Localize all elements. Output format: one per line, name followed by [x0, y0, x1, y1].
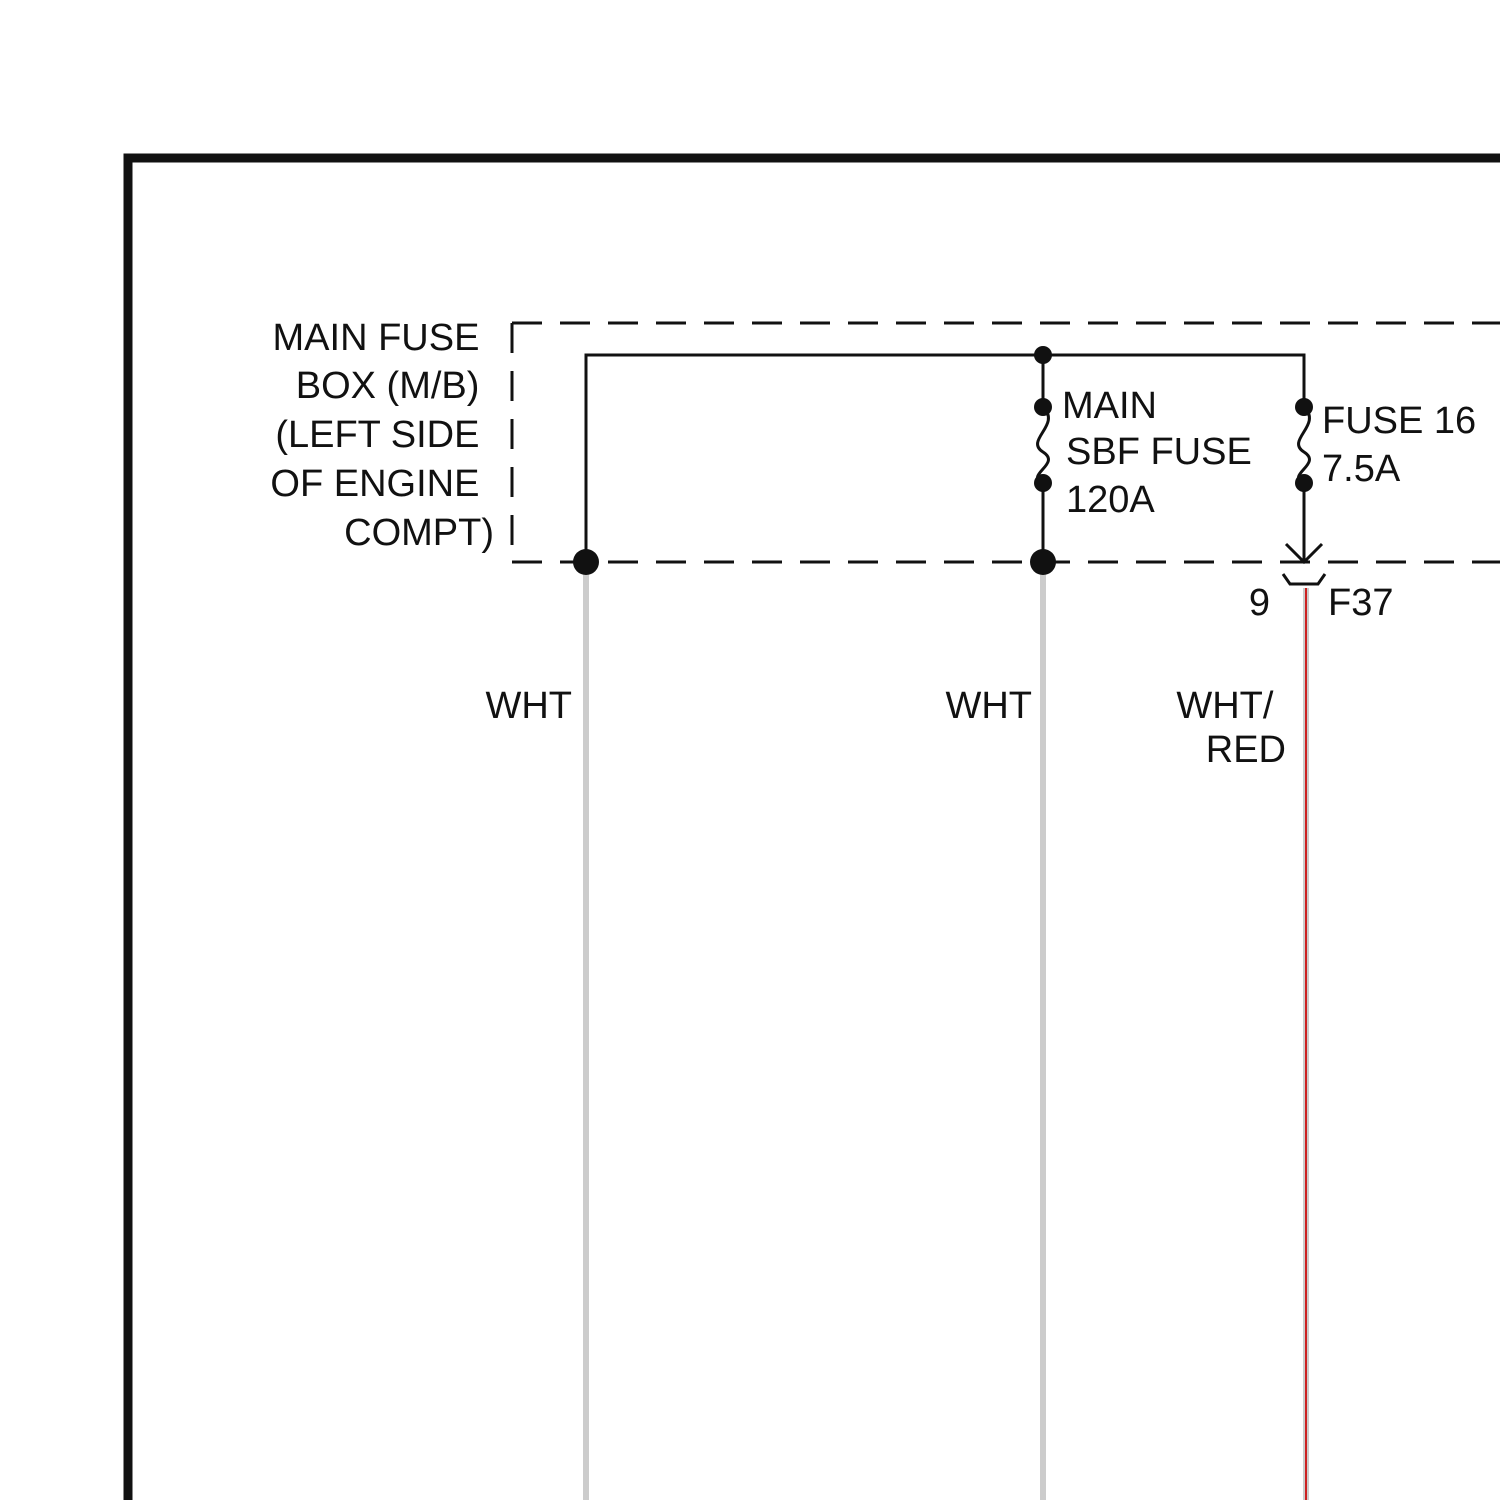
fuse16-label: FUSE 16 7.5A	[1322, 400, 1487, 490]
fuse-box-label-line: BOX (M/B)	[296, 365, 480, 407]
splice-dot	[1030, 549, 1056, 575]
fuse-box-label: MAIN FUSE BOX (M/B) (LEFT SIDE OF ENGINE…	[270, 317, 494, 554]
junction-dot	[1034, 346, 1052, 364]
splice-dot	[573, 549, 599, 575]
fuse-terminal-dot	[1295, 398, 1313, 416]
main-sbf-fuse-label-line: 120A	[1066, 479, 1155, 521]
fuse16-label-line: FUSE 16	[1322, 400, 1476, 442]
fuse-box-outline	[512, 323, 1500, 562]
main-sbf-fuse-symbol	[1038, 407, 1049, 483]
fuse-terminal-dot	[1295, 474, 1313, 492]
page-frame	[128, 158, 1500, 1500]
main-sbf-fuse-label: MAIN SBF FUSE 120A	[1062, 385, 1262, 521]
connector-pin-label: 9	[1249, 582, 1270, 624]
fuse16-symbol	[1299, 407, 1310, 483]
fuse-box-label-line: OF ENGINE	[270, 463, 479, 505]
wire-color-label: WHT/ RED	[1176, 685, 1286, 771]
fuse-box-label-line: MAIN FUSE	[273, 317, 480, 359]
wire-color-label: WHT	[945, 685, 1032, 727]
wire-color-label-line: RED	[1206, 729, 1286, 771]
wire-color-label-line: WHT/	[1176, 685, 1274, 727]
fuse-terminal-dot	[1034, 474, 1052, 492]
fuse16-label-line: 7.5A	[1322, 448, 1401, 490]
main-sbf-fuse-label-line: SBF FUSE	[1066, 431, 1252, 473]
main-sbf-fuse-label-line: MAIN	[1062, 385, 1157, 427]
connector-id-label: F37	[1328, 582, 1393, 624]
fuse-box-label-line: COMPT)	[344, 512, 494, 554]
fuse-terminal-dot	[1034, 398, 1052, 416]
wire-color-label: WHT	[485, 685, 572, 727]
fuse-box-label-line: (LEFT SIDE	[275, 414, 479, 456]
